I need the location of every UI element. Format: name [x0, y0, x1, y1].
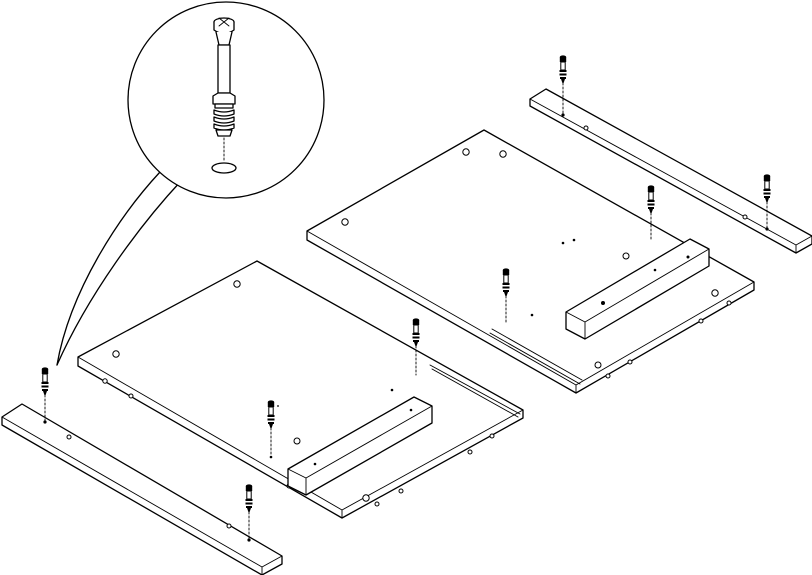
right-panel-board [306, 129, 755, 394]
top-right-rail [529, 88, 812, 254]
cam-dowel-left-rail-1-icon [41, 366, 49, 422]
cam-dowel-top-rail-2-icon [763, 173, 771, 229]
cam-dowel-right-panel-2-icon [647, 184, 655, 242]
cam-dowel-left-panel-1-icon [267, 399, 279, 457]
cam-dowel-detail-icon [211, 17, 237, 174]
cam-dowel-right-panel-1-icon [502, 267, 510, 324]
cam-dowel-left-panel-2-icon [412, 317, 420, 376]
detail-callout [56, 1, 325, 366]
left-cross-block [287, 396, 433, 496]
cam-dowel-top-rail-1-icon [559, 54, 567, 114]
left-rail [1, 403, 283, 575]
left-panel-board [77, 260, 524, 519]
cam-dowel-left-rail-2-icon [245, 483, 253, 540]
right-cross-block [565, 238, 710, 340]
